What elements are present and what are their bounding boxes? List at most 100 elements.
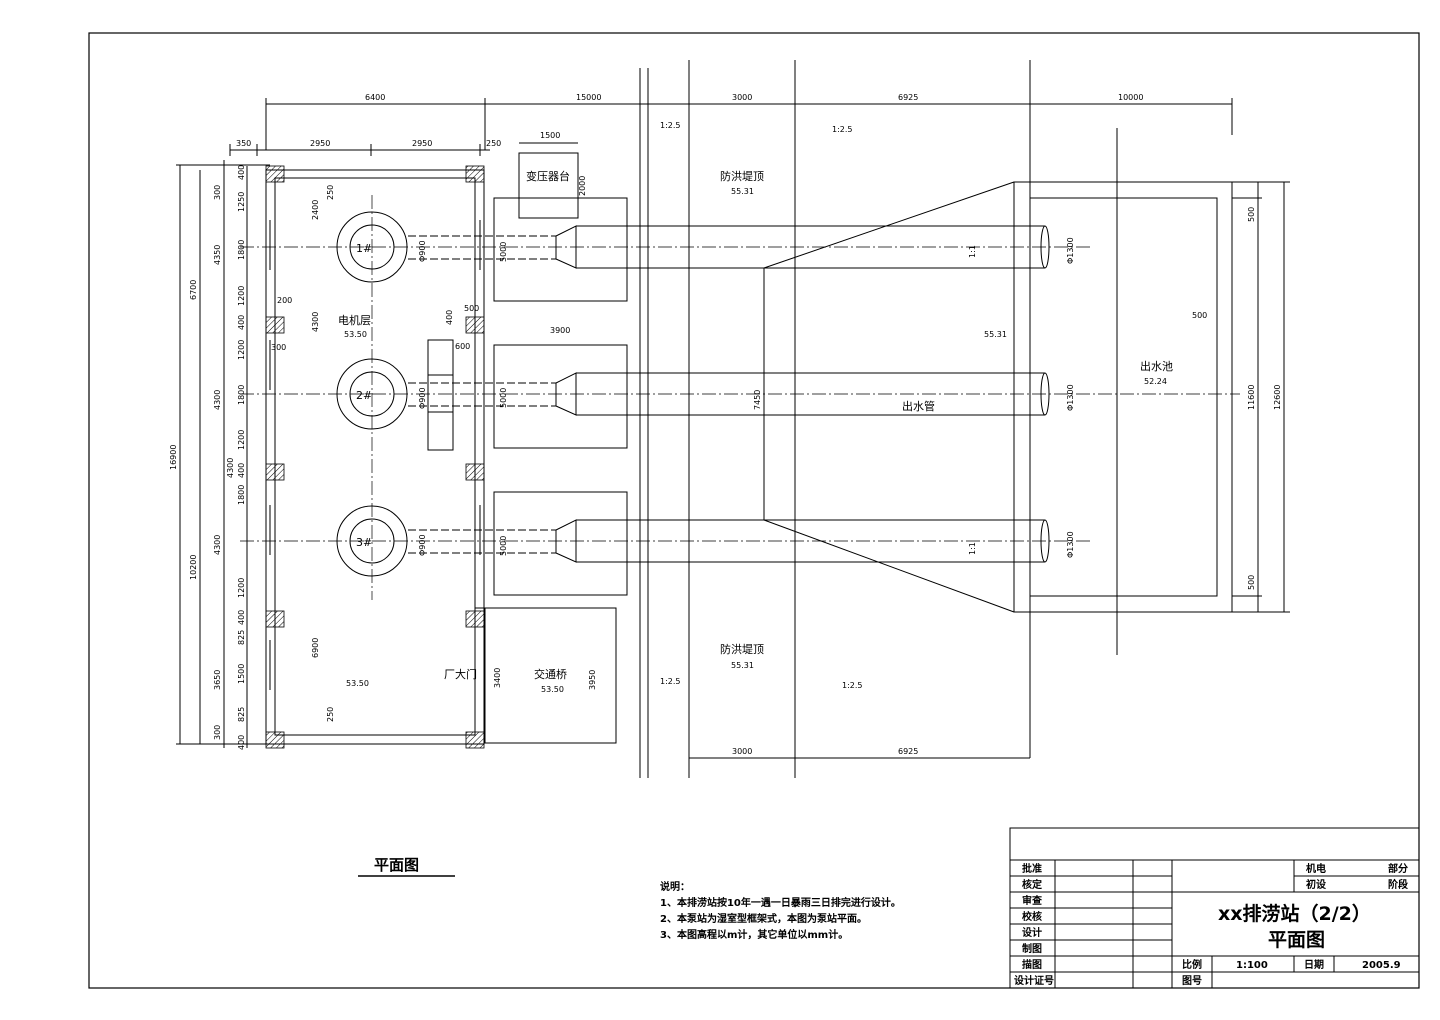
dim-misc-3: 4300 <box>311 312 320 332</box>
slope-label-5: 1:1 <box>968 245 977 258</box>
note-2: 2、本泵站为湿室型框架式，本图为泵站平面。 <box>660 912 867 925</box>
transformer-label: 变压器台 <box>526 169 570 183</box>
tb-drawing-name: 平面图 <box>1268 929 1325 951</box>
dim-misc-7: 250 <box>326 707 335 722</box>
dim-misc-18: 4300 <box>226 458 235 478</box>
dim-left-in-j: 1800 <box>237 485 246 505</box>
dim-misc-9: 400 <box>445 310 454 325</box>
tb-scale-label: 比例 <box>1182 958 1202 971</box>
dim-left-in-k: 1200 <box>237 578 246 598</box>
floor-elev: 53.50 <box>346 679 369 688</box>
dim-left-out-b: 16900 <box>169 445 178 470</box>
dim-top-4: 6925 <box>898 93 918 102</box>
dim-left-mid-b: 4350 <box>213 245 222 265</box>
dim-misc-15: 5000 <box>499 536 508 556</box>
dim-misc-13: 5000 <box>499 242 508 262</box>
tb-approve: 批准 <box>1022 862 1042 875</box>
tb-draw: 制图 <box>1022 942 1042 955</box>
dim-left-in-g: 1800 <box>237 385 246 405</box>
dim-misc-4: 200 <box>277 296 292 305</box>
tb-date: 2005.9 <box>1362 960 1401 971</box>
dim-misc-16: 3400 <box>493 668 502 688</box>
notes-heading: 说明： <box>660 880 690 893</box>
note-3: 3、本图高程以m计，其它单位以mm计。 <box>660 928 848 941</box>
dim-misc-5: 300 <box>271 343 286 352</box>
dim-right-a: 500 <box>1247 207 1256 222</box>
dim-left-mid-e: 3650 <box>213 670 222 690</box>
dim-bottom-2: 6925 <box>898 747 918 756</box>
columns <box>265 165 485 749</box>
flood-top-label-1: 防洪堤顶 <box>720 169 764 183</box>
dim-top2-5: 1500 <box>540 131 560 140</box>
dim-top-2: 15000 <box>576 93 601 102</box>
slope-label-4: 1:2.5 <box>842 681 863 690</box>
drawing-frame <box>88 32 1420 989</box>
dim-left-in-l: 400 <box>237 610 246 625</box>
dim-bottom-1: 3000 <box>732 747 752 756</box>
dim-left-in-e: 400 <box>237 315 246 330</box>
dim-top2-2: 2950 <box>310 139 330 148</box>
dim-left-in-a: 400 <box>237 165 246 180</box>
motor-floor-label: 电机层 <box>338 313 371 327</box>
dim-left-in-o: 825 <box>237 707 246 722</box>
tb-dept-a: 机电 <box>1306 862 1326 875</box>
dim-left-out-c: 10200 <box>189 555 198 580</box>
dim-top-1: 6400 <box>365 93 385 102</box>
dim-right-d: 500 <box>1247 575 1256 590</box>
dim-left-mid-d: 4300 <box>213 535 222 555</box>
dims-left-outer: 6700 16900 10200 <box>169 280 198 580</box>
tb-project: xx排涝站（2/2） <box>1218 902 1371 925</box>
dim-right-b: 11600 <box>1247 385 1256 410</box>
tb-verify: 核定 <box>1022 878 1042 891</box>
pump-dia-2: Φ900 <box>418 387 427 409</box>
tb-stage-b: 阶段 <box>1388 878 1408 891</box>
dim-left-mid-a: 300 <box>213 185 222 200</box>
dim-left-in-m: 825 <box>237 630 246 645</box>
tb-number-label: 图号 <box>1182 975 1202 987</box>
dims-left-mid: 300 4350 4300 4300 3650 300 <box>213 185 222 740</box>
tb-date-label: 日期 <box>1304 958 1324 971</box>
slope-label-2: 1:2.5 <box>832 125 853 134</box>
dim-left-in-i: 400 <box>237 463 246 478</box>
dim-left-mid-f: 300 <box>213 725 222 740</box>
tb-review: 审查 <box>1022 894 1043 907</box>
dim-left-in-f: 1200 <box>237 340 246 360</box>
dim-misc-2: 250 <box>326 185 335 200</box>
flood-top-elev-2: 55.31 <box>731 661 754 670</box>
dim-misc-6: 6900 <box>311 638 320 658</box>
factory-door-label: 厂大门 <box>444 667 477 681</box>
dim-misc-8: 500 <box>464 304 479 313</box>
tb-design: 设计 <box>1022 926 1042 939</box>
dim-left-out-a: 6700 <box>189 280 198 300</box>
flood-top-elev-1: 55.31 <box>731 187 754 196</box>
dim-top-5: 10000 <box>1118 93 1143 102</box>
tb-trace: 描图 <box>1022 958 1042 971</box>
dim-left-in-n: 1500 <box>237 664 246 684</box>
tb-cert: 设计证号 <box>1014 974 1054 987</box>
dim-misc-11: 3900 <box>550 326 570 335</box>
dim-top-3: 3000 <box>732 93 752 102</box>
pump-label-1: 1# <box>356 242 372 255</box>
dim-left-in-p: 400 <box>237 735 246 750</box>
mid-elev: 55.31 <box>984 330 1007 339</box>
outlet-pool-elev: 52.24 <box>1144 377 1167 386</box>
dim-top2-1: 350 <box>236 139 251 148</box>
dims-left-inner: 400 1250 1800 1200 400 1200 1800 1200 40… <box>237 165 246 750</box>
dim-misc-19: 7450 <box>753 390 762 410</box>
dim-misc-10: 600 <box>455 342 470 351</box>
dim-misc-12: 2000 <box>578 176 587 196</box>
tb-stage-a: 初设 <box>1306 878 1326 891</box>
dim-misc-17: 3950 <box>588 670 597 690</box>
plan-title: 平面图 <box>374 856 419 874</box>
dim-misc-14: 5000 <box>499 388 508 408</box>
flood-top-label-2: 防洪堤顶 <box>720 642 764 656</box>
slope-label-1: 1:2.5 <box>660 121 681 130</box>
tb-dept-b: 部分 <box>1388 862 1408 875</box>
dim-left-in-c: 1800 <box>237 240 246 260</box>
tb-scale: 1:100 <box>1236 960 1268 971</box>
dim-left-mid-c: 4300 <box>213 390 222 410</box>
dim-misc-1: 2400 <box>311 200 320 220</box>
dims-right: 500 11600 12600 500 500 <box>1192 207 1282 590</box>
pump-label-3: 3# <box>356 536 372 549</box>
